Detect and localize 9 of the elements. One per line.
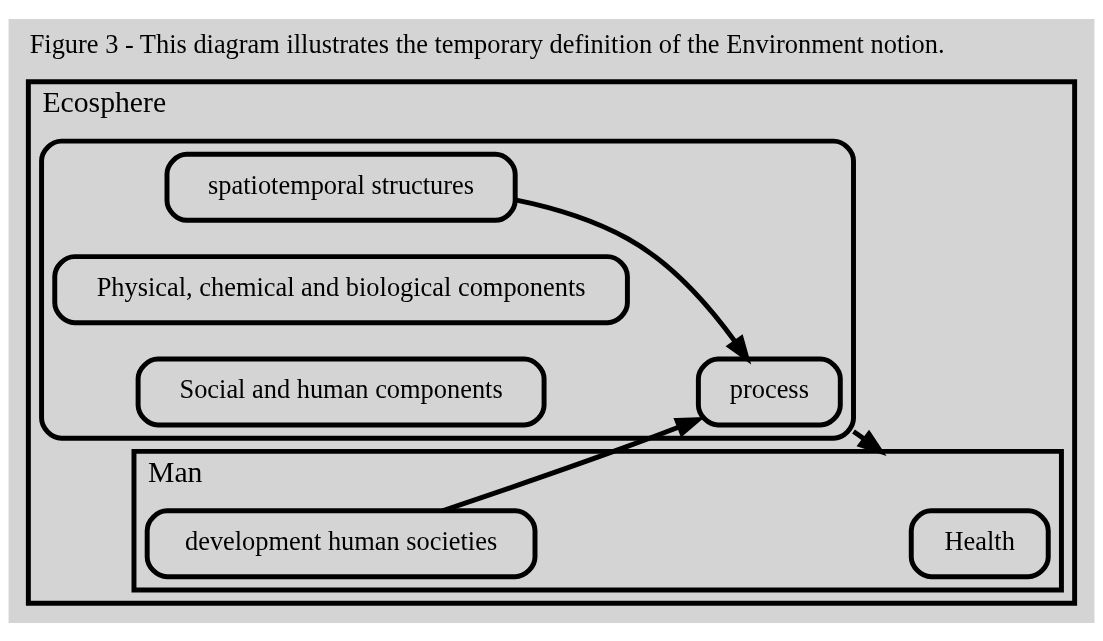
arrow: [514, 196, 752, 365]
node-box: development human societies: [144, 507, 538, 579]
node-box: process: [695, 356, 843, 427]
node-box: spatiotemporal structures: [164, 151, 518, 223]
caption: Figure 3 - This diagram illustrates the temporary definition of the Environment notion.: [29, 28, 945, 59]
cluster: [39, 138, 856, 441]
node-box: Health: [908, 507, 1051, 579]
node-box: Physical, chemical and biological components: [52, 253, 630, 325]
node-box: Social and human components: [135, 356, 547, 427]
